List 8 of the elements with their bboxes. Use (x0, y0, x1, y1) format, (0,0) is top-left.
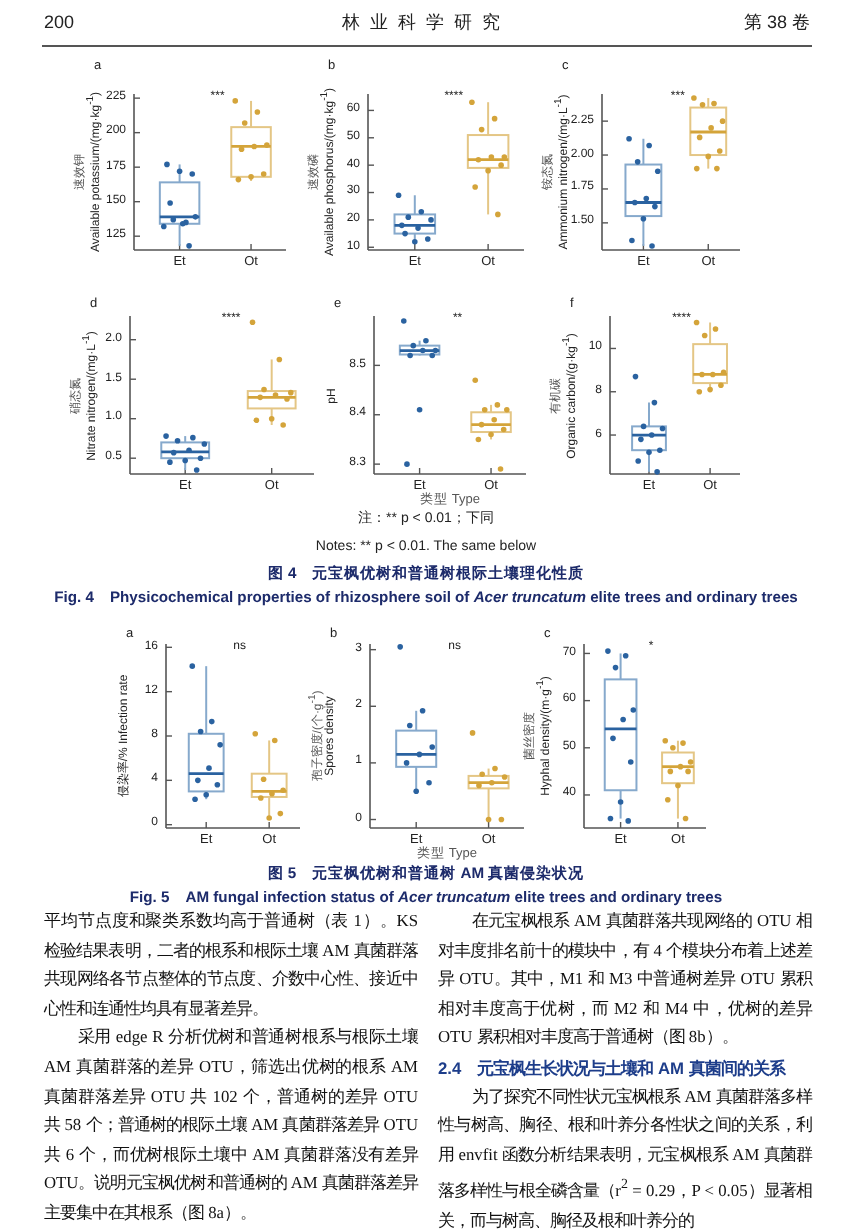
body-paragraph: 平均节点度和聚类系数均高于普通树（表 1）。KS 检验结果表明，二者的根系和根际土壤 AM 真菌群落共现网络各节点整体的节点度、介数中心性、接近中心性和连通性均具有显著差异。 (44, 909, 418, 1022)
running-title: 林业科学研究 (342, 14, 510, 34)
body-paragraph: 采用 edge R 分析优树和普通树根系与根际土壤 AM 真菌群落的差异 OTU，筛选出优树的根系 AM 真菌群落差异 OTU 共 102 个，普通树的差异 OTU 共 58 个；普通树的根际土壤 AM 真菌群落差异 OTU 共 6 个，而优树根际土壤中 AM 真菌群落没有差异 OTU。说明元宝枫优树和普通树的 AM 真菌群落差异主要集中在其根系（图 8a）。 (44, 1025, 418, 1226)
page-number: 200 (44, 14, 75, 34)
body-paragraph: 为了探究不同性状元宝枫根系 AM 真菌群落多样性与树高、胸径、根和叶养分各性状之间的关系，利用 envfit 函数分析结果表明，元宝枫根系 AM 真菌群落多样性与根全磷含量（r$^{2}$ = 0.29，P < 0.05）显著相关，而与树高、胸径及根和叶养分的 (438, 1085, 812, 1230)
body-paragraph: 在元宝枫根系 AM 真菌群落共现网络的 OTU 相对丰度排名前十的模块中，有 4 个模块分布着上述差异 OTU。其中，M1 和 M3 中普通树差异 OTU 累积相对丰度高于优树，而 M2 和 M4 中，优树的差异 OTU 累积相对丰度高于普通树（图 8b）。 (438, 909, 812, 1051)
volume-label: 第 38 卷 (743, 14, 810, 34)
section-heading: 2.4 元宝枫生长状况与土壤和 AM 真菌间的关系 (438, 1055, 788, 1082)
